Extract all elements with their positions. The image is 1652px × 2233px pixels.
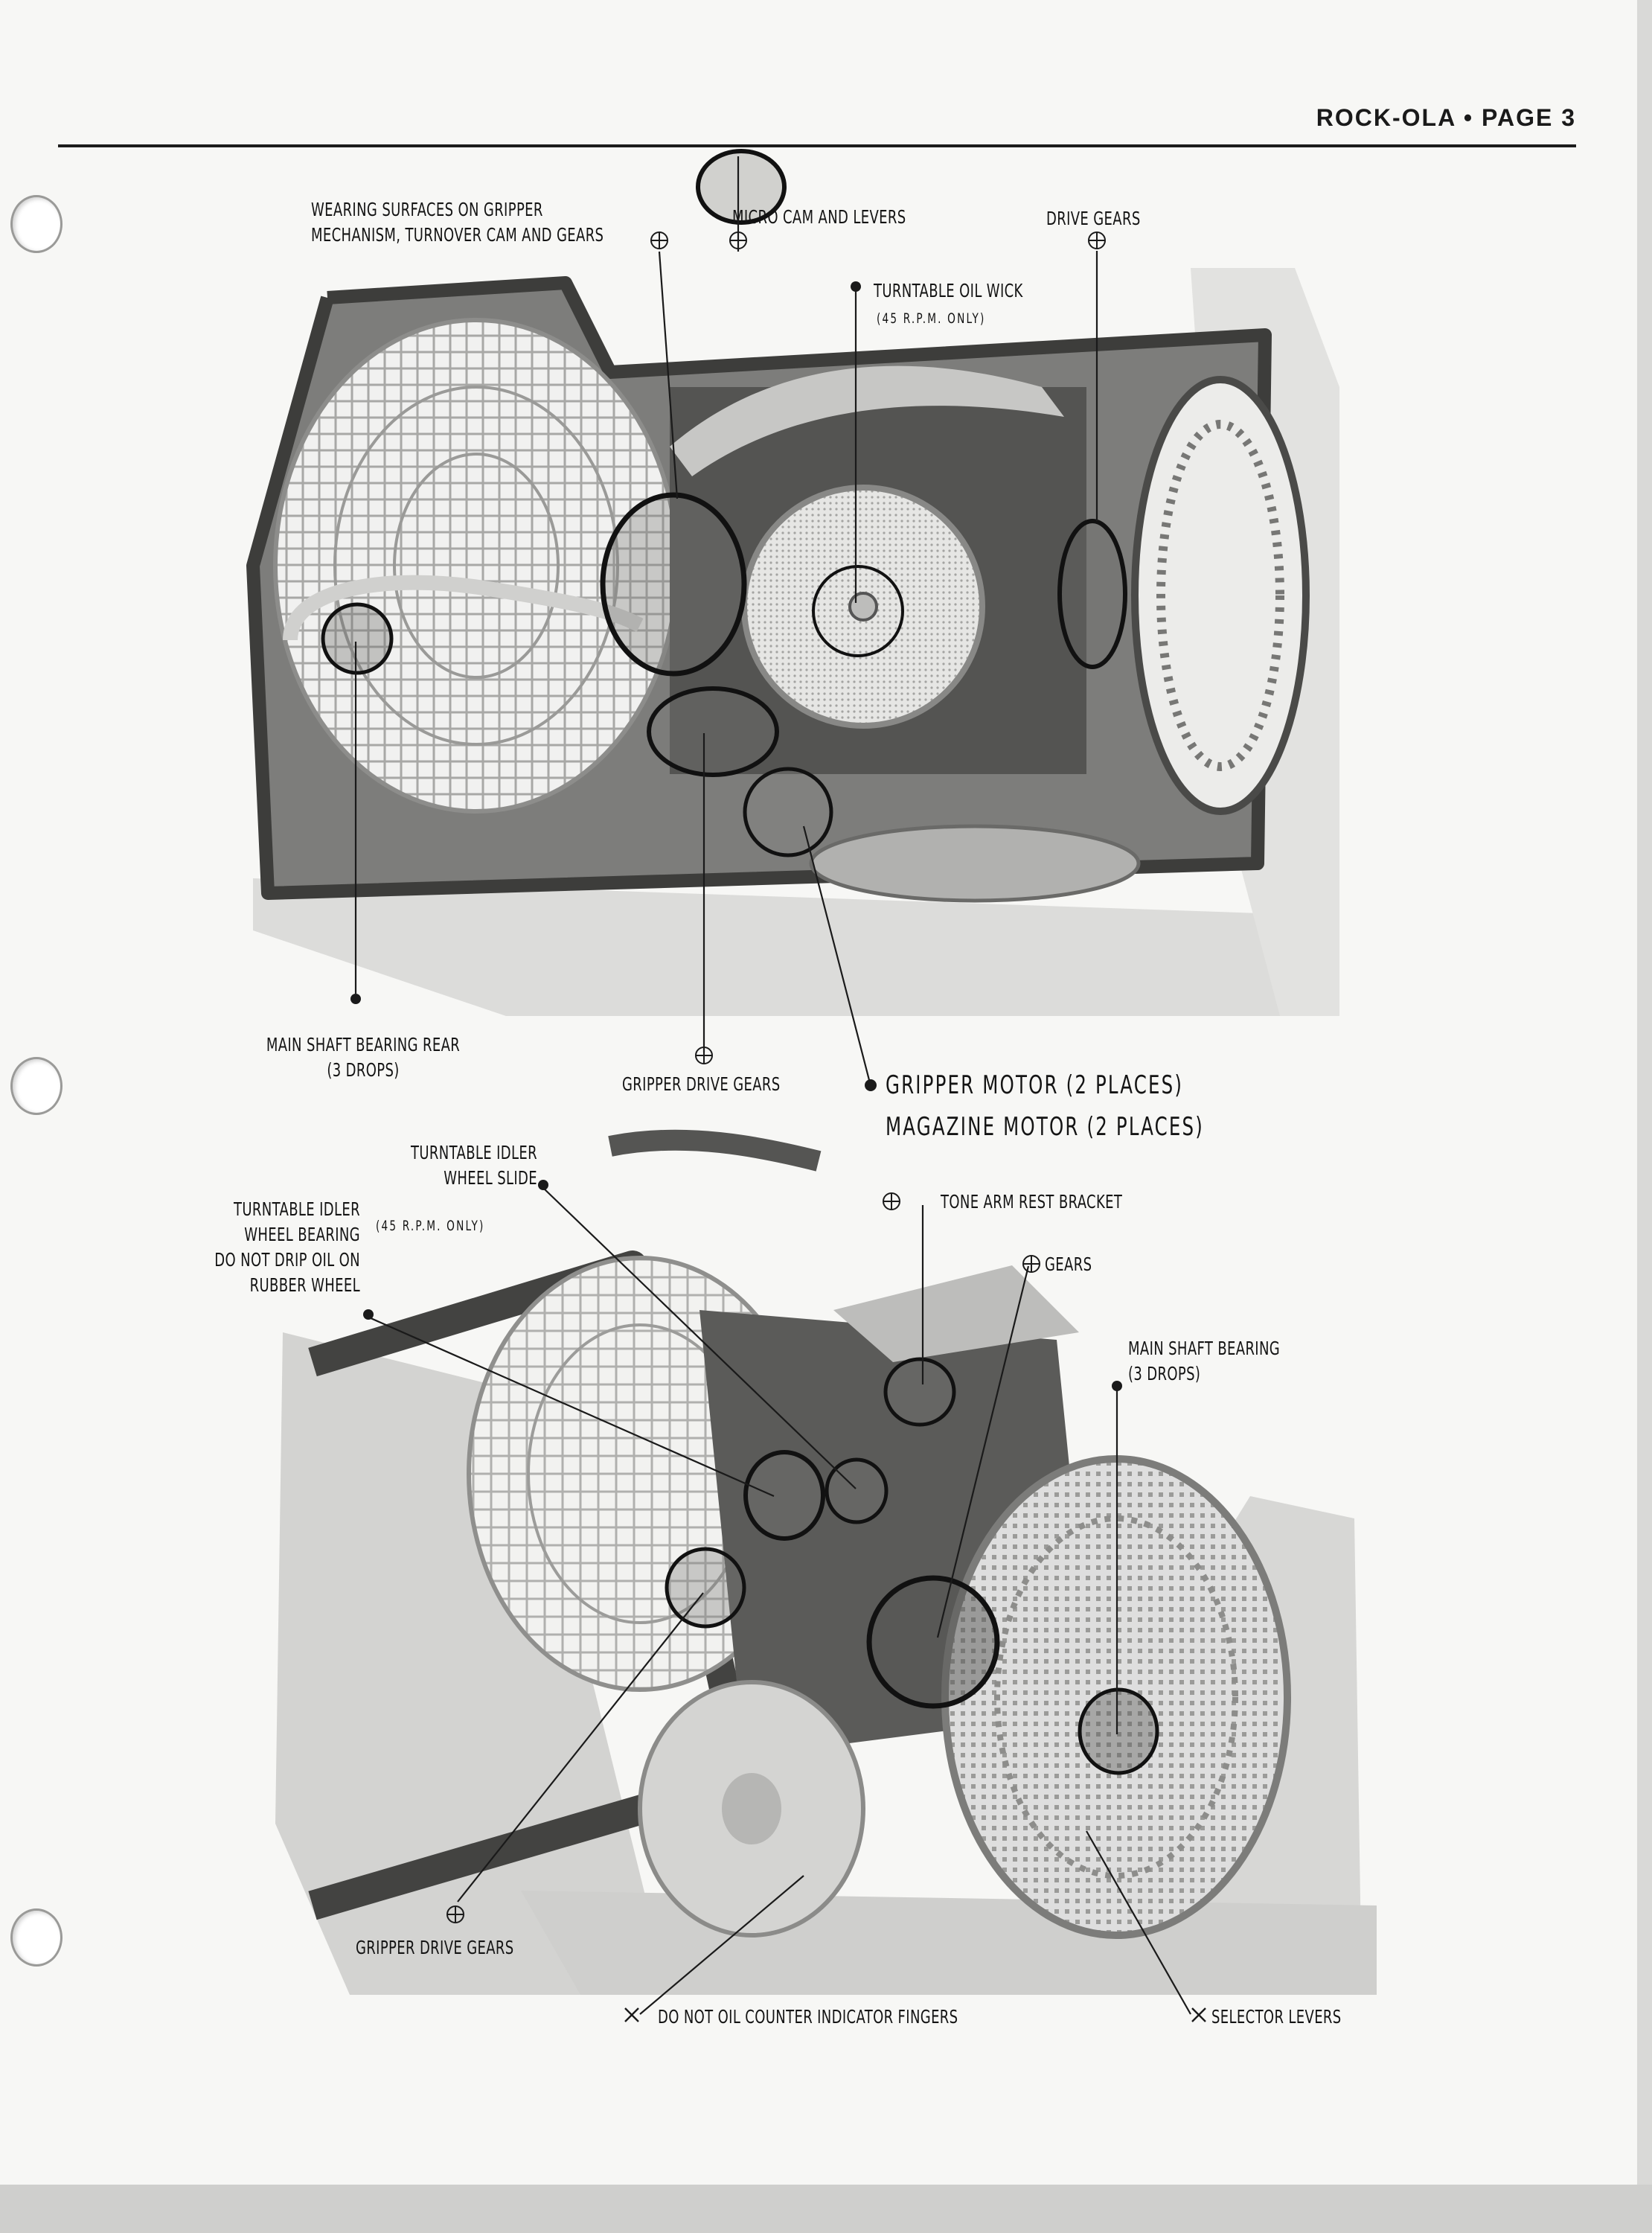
scan-background [0,2185,1652,2233]
binder-hole-top [10,195,63,253]
label-gripper-drive-gears-top: GRIPPER DRIVE GEARS [622,1073,781,1095]
label-gears: GEARS [1045,1253,1092,1275]
binder-hole-middle [10,1057,63,1115]
top-photo-jukebox-mechanism [246,149,1339,1016]
label-drive-gears: DRIVE GEARS [1046,208,1141,229]
label-tone-arm-rest-bracket: TONE ARM REST BRACKET [941,1191,1123,1213]
page-header: ROCK-OLA • PAGE 3 [58,104,1576,149]
label-wearing-surfaces: WEARING SURFACES ON GRIPPER MECHANISM, T… [311,199,604,246]
label-counter-indicator-fingers: DO NOT OIL COUNTER INDICATOR FINGERS [658,2006,958,2028]
bottom-circle-tone-arm [883,1357,956,1427]
top-circle-micro-cam [696,149,787,225]
binder-hole-bottom [10,1908,63,1967]
label-turntable-oil-wick-note: (45 R.P.M. ONLY) [877,310,986,327]
label-idler-wheel-bearing: TURNTABLE IDLER WHEEL BEARING DO NOT DRI… [214,1198,360,1296]
top-circle-turntable-wick [812,565,904,657]
label-idler-wheel-slide: TURNTABLE IDLER WHEEL SLIDE [410,1142,537,1189]
label-micro-cam: MICRO CAM AND LEVERS [732,206,906,228]
label-magazine-motor: MAGAZINE MOTOR (2 PLACES) [886,1112,1204,1142]
label-main-shaft-bearing: MAIN SHAFT BEARING (3 DROPS) [1128,1338,1281,1384]
label-idler-wheel-slide-note: (45 R.P.M. ONLY) [376,1218,485,1234]
bottom-circle-gripper-drive-gears [665,1547,746,1629]
label-gripper-motor: GRIPPER MOTOR (2 PLACES) [886,1070,1184,1100]
top-cabinet-base [253,878,1339,1016]
bottom-circle-gears [866,1575,1000,1709]
label-turntable-oil-wick: TURNTABLE OIL WICK [874,280,1023,301]
bottom-circle-idler-bearing [743,1450,825,1541]
top-circle-gripper-drive-gears [647,686,779,777]
bottom-circle-main-shaft [1078,1687,1159,1775]
bottom-circle-idler-slide [825,1457,889,1524]
page-header-title: ROCK-OLA • PAGE 3 [1316,104,1576,131]
top-circle-drive-gears [1057,519,1127,669]
header-rule [58,144,1576,147]
label-selector-levers: SELECTOR LEVERS [1211,2006,1342,2028]
bottom-photo-jukebox-mechanism [275,1129,1377,1995]
top-circle-main-shaft [321,602,394,675]
label-gripper-drive-gears-bottom: GRIPPER DRIVE GEARS [356,1937,514,1958]
label-main-shaft-bearing-rear: MAIN SHAFT BEARING REAR (3 DROPS) [266,1034,461,1081]
